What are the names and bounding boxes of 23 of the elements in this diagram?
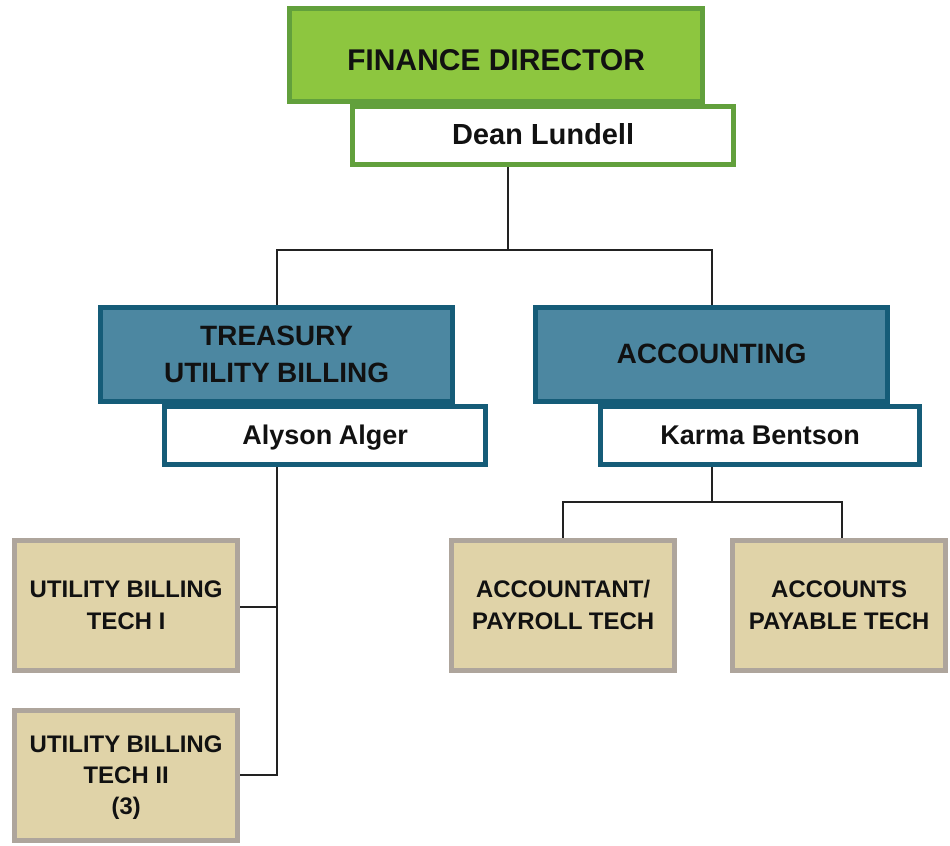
position-box xyxy=(12,538,240,673)
department-box xyxy=(98,305,455,404)
position-title: FINANCE DIRECTOR xyxy=(346,42,646,78)
position-box xyxy=(730,538,948,673)
connector-line xyxy=(507,167,713,305)
connector-line xyxy=(240,467,278,776)
person-name: Dean Lundell xyxy=(450,118,636,153)
name-box xyxy=(350,104,736,167)
position-title: ACCOUNTANT/ PAYROLL TECH xyxy=(470,575,656,636)
position-title: ACCOUNTS PAYABLE TECH xyxy=(748,575,930,636)
department-box xyxy=(533,305,890,404)
person-name: Alyson Alger xyxy=(241,418,409,452)
position-title: ACCOUNTING xyxy=(616,337,808,372)
position-box xyxy=(449,538,677,673)
title-box xyxy=(287,6,705,104)
person-name: Karma Bentson xyxy=(659,418,861,452)
position-title: (3) xyxy=(110,792,142,822)
position-box xyxy=(12,708,240,843)
position-title: UTILITY BILLING TECH I xyxy=(28,575,224,636)
name-box xyxy=(162,404,488,467)
position-title: TREASURY UTILITY BILLING xyxy=(162,319,390,390)
position-title: UTILITY BILLING TECH II xyxy=(28,730,224,791)
name-box xyxy=(598,404,922,467)
